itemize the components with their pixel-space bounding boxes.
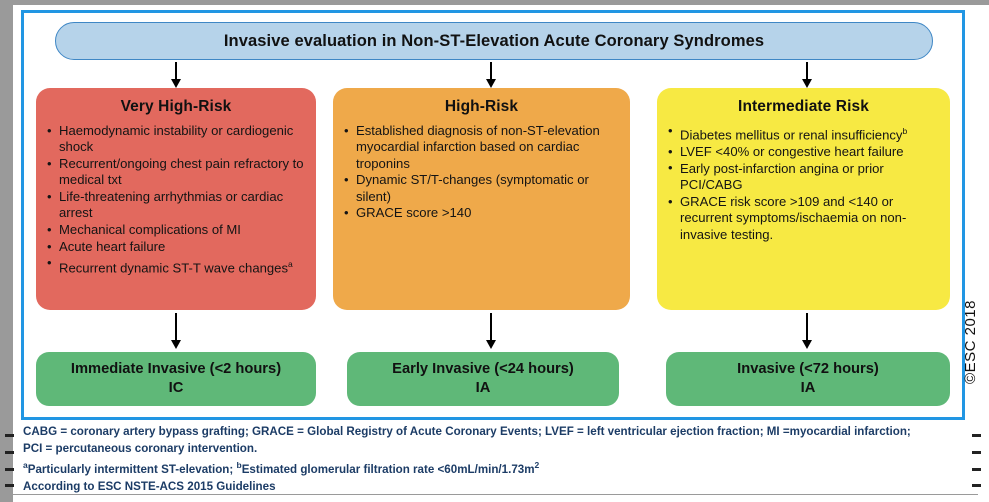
risk-criteria-list-high-risk: Established diagnosis of non-ST-elevatio… [343, 123, 620, 222]
list-item: Acute heart failure [46, 239, 306, 256]
risk-criteria-list-intermediate-risk: Diabetes mellitus or renal insufficiency… [667, 123, 940, 243]
risk-title-very-high-risk: Very High-Risk [120, 98, 232, 115]
margin-dash-marker [972, 484, 981, 487]
risk-title-high-risk: High-Risk [444, 98, 519, 115]
page-edge-left-bar [0, 0, 13, 502]
outcome-box-early-invasive: Early Invasive (<24 hours) IA [347, 352, 619, 406]
page-title: Invasive evaluation in Non-ST-Elevation … [223, 31, 765, 50]
list-item: Recurrent dynamic ST-T wave changesa [46, 255, 306, 277]
margin-dash-marker [5, 434, 14, 437]
list-item: Dynamic ST/T-changes (symptomatic or sil… [343, 172, 620, 205]
list-item: Mechanical complications of MI [46, 222, 306, 239]
arrow-title-to-very-high-risk [169, 62, 183, 88]
margin-dash-marker [5, 468, 14, 471]
outcome-box-invasive: Invasive (<72 hours) IA [666, 352, 950, 406]
list-item: GRACE score >140 [343, 205, 620, 222]
margin-dash-marker [972, 451, 981, 454]
outcome-recommendation-class: IA [800, 380, 816, 396]
margin-dash-marker [5, 484, 14, 487]
list-item: Diabetes mellitus or renal insufficiency… [667, 123, 940, 144]
arrow-very-high-risk-to-immediate-invasive [169, 313, 183, 349]
footnotes-block: CABG = coronary artery bypass grafting; … [23, 423, 963, 495]
list-item: Early post-infarction angina or prior PC… [667, 160, 940, 194]
footnote-abbreviations-line-1: CABG = coronary artery bypass grafting; … [23, 425, 911, 438]
page-bottom-rule [13, 494, 978, 495]
risk-box-high-risk: High-Risk Established diagnosis of non-S… [333, 88, 630, 310]
arrow-high-risk-to-early-invasive [484, 313, 498, 349]
risk-box-intermediate-risk: Intermediate Risk Diabetes mellitus or r… [657, 88, 950, 310]
outcome-box-immediate-invasive: Immediate Invasive (<2 hours) IC [36, 352, 316, 406]
footnote-source-guidelines: According to ESC NSTE-ACS 2015 Guideline… [23, 479, 276, 493]
list-item: Established diagnosis of non-ST-elevatio… [343, 123, 620, 172]
copyright-notice: ©ESC 2018 [962, 300, 979, 384]
list-item: Recurrent/ongoing chest pain refractory … [46, 156, 306, 189]
risk-box-very-high-risk: Very High-Risk Haemodynamic instability … [36, 88, 316, 310]
figure-title-banner: Invasive evaluation in Non-ST-Elevation … [55, 22, 933, 60]
arrow-title-to-intermediate-risk [800, 62, 814, 88]
list-item: Haemodynamic instability or cardiogenic … [46, 123, 306, 156]
outcome-strategy-label: Early Invasive (<24 hours) [392, 361, 574, 377]
outcome-strategy-label: Invasive (<72 hours) [737, 361, 879, 377]
margin-dash-marker [972, 434, 981, 437]
list-item: LVEF <40% or congestive heart failure [667, 144, 940, 161]
margin-dash-marker [972, 468, 981, 471]
outcome-recommendation-class: IA [475, 380, 491, 396]
risk-criteria-list-very-high-risk: Haemodynamic instability or cardiogenic … [46, 123, 306, 277]
footnote-abbreviations-line-2: PCI = percutaneous coronary intervention… [23, 442, 258, 455]
list-item: Life-threatening arrhythmias or cardiac … [46, 189, 306, 222]
margin-dash-marker [5, 451, 14, 454]
page-edge-top-bar [13, 0, 989, 5]
arrow-title-to-high-risk [484, 62, 498, 88]
footnote-superscript-notes: aParticularly intermittent ST-elevation;… [23, 460, 540, 476]
outcome-strategy-label: Immediate Invasive (<2 hours) [70, 361, 282, 377]
arrow-intermediate-risk-to-invasive [800, 313, 814, 349]
outcome-recommendation-class: IC [168, 380, 184, 396]
list-item: GRACE risk score >109 and <140 or recurr… [667, 194, 940, 243]
risk-title-intermediate-risk: Intermediate Risk [738, 98, 869, 115]
